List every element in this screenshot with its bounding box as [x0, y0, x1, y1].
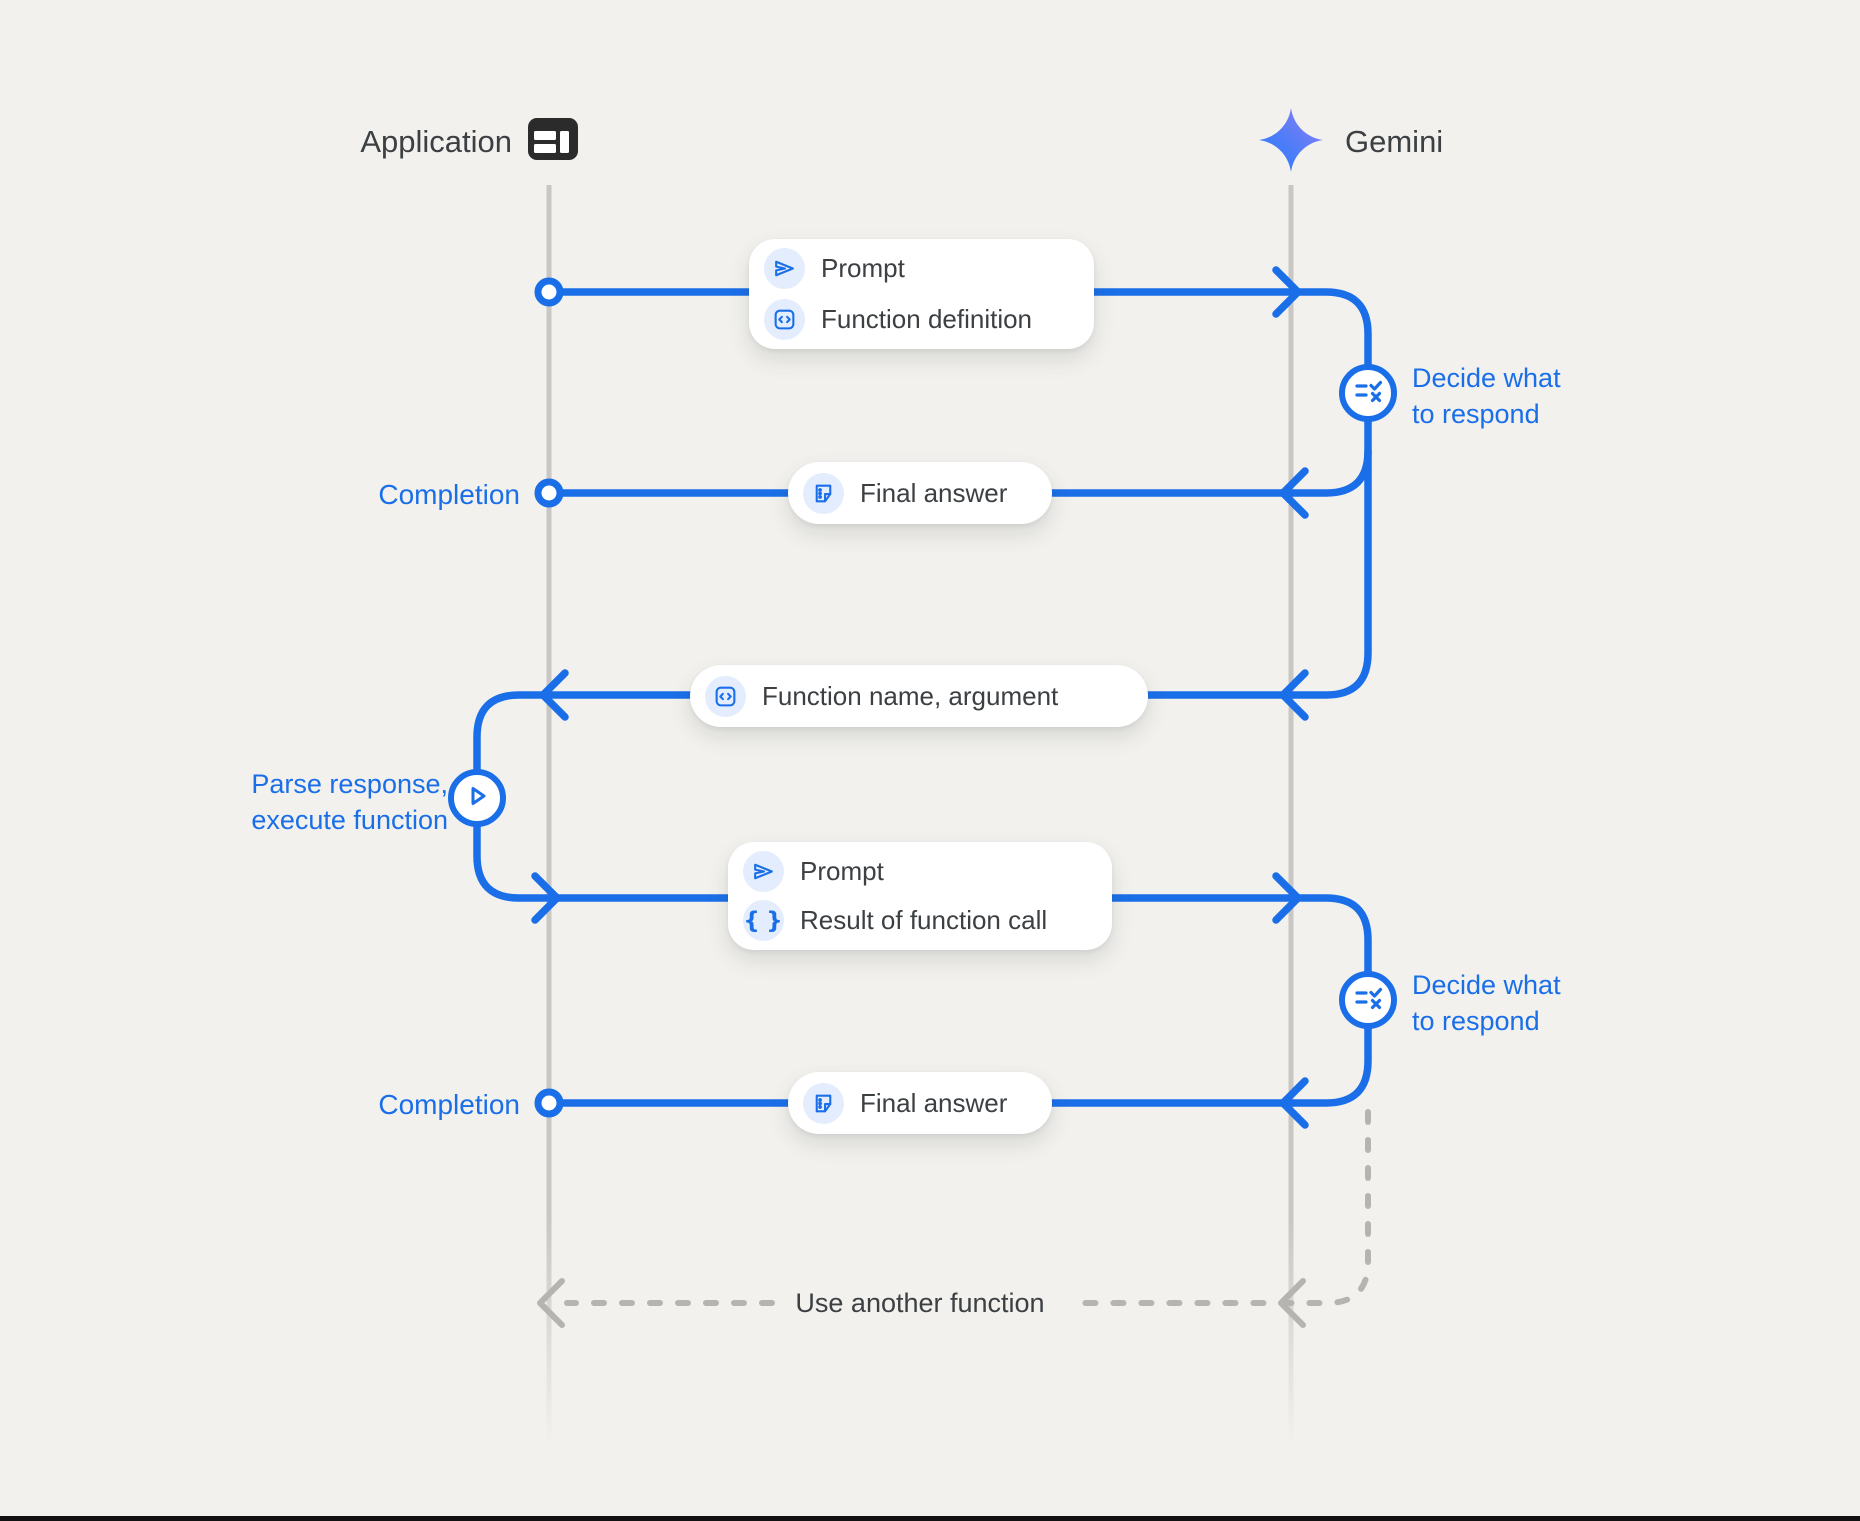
decide-label-line: Decide what [1412, 363, 1561, 393]
blue-message-flow [473, 266, 1372, 1129]
message-row: Final answer [803, 1082, 1032, 1124]
flow-final-answer1 [545, 447, 1372, 497]
code-block-icon [705, 675, 746, 717]
completion-label-1: Completion [378, 479, 520, 510]
completion-ring-1 [534, 478, 564, 508]
message-box-function-name: Function name, argument [690, 665, 1148, 727]
rule-icon [1351, 374, 1385, 413]
use-another-function-label: Use another function [795, 1288, 1045, 1318]
arrowhead-left-final-answer2 [1279, 1077, 1309, 1129]
message-row: Prompt [743, 850, 1092, 892]
send-icon [743, 850, 784, 892]
arrowhead-left-final-answer1 [1279, 467, 1309, 519]
document-icon [803, 1082, 844, 1124]
completion-ring-2 [534, 1088, 564, 1118]
message-row: Prompt [764, 248, 1074, 290]
message-box-final-answer2: Final answer [788, 1072, 1052, 1134]
dashed-arrowhead-left-gemini [1278, 1278, 1306, 1328]
gemini-sparkle-icon [1259, 108, 1323, 177]
parse-label-line: execute function [251, 805, 448, 835]
decide-label-line: to respond [1412, 399, 1540, 429]
parse-label-line: Parse response, [251, 769, 448, 799]
arrowhead-right-request2-application [531, 872, 561, 924]
code-block-icon [764, 298, 805, 340]
arrowhead-left-function-name-gemini [1279, 669, 1309, 721]
rule-icon [1351, 981, 1385, 1020]
message-row: Function name, argument [705, 675, 1128, 717]
arrowhead-left-function-name-application [539, 669, 569, 721]
parse-execute-label: Parse response, execute function [186, 766, 448, 838]
message-row: Function definition [764, 298, 1074, 340]
message-label: Prompt [821, 253, 905, 284]
browser-window-icon [528, 118, 578, 165]
send-icon [764, 248, 805, 290]
parse-execute-node [448, 769, 506, 827]
gemini-title: Gemini [1345, 124, 1444, 159]
decide-label-1: Decide what to respond [1412, 360, 1632, 432]
document-icon [803, 472, 844, 514]
bottom-edge-bar [0, 1516, 1860, 1521]
play-icon [460, 779, 494, 818]
decide-label-line: to respond [1412, 1006, 1540, 1036]
message-label: Result of function call [800, 905, 1048, 936]
flow-request2-and-final-answer2 [473, 822, 1372, 1107]
decide-label-line: Decide what [1412, 970, 1561, 1000]
message-row: { } Result of function call [743, 900, 1092, 942]
dashed-arrowhead-left-application [537, 1278, 565, 1328]
start-ring-request1 [534, 277, 564, 307]
message-box-final-answer1: Final answer [788, 462, 1052, 524]
message-box-request2: Prompt { } Result of function call [728, 842, 1112, 950]
message-label: Final answer [860, 477, 1008, 508]
arrowhead-right-request1 [1272, 266, 1302, 318]
message-label: Function definition [821, 303, 1033, 334]
message-box-request1: Prompt Function definition [749, 239, 1094, 349]
flow-request1-and-function-name [473, 288, 1372, 774]
braces-icon: { } [743, 900, 784, 942]
message-label: Function name, argument [762, 680, 1059, 711]
completion-label-2: Completion [378, 1089, 520, 1120]
message-label: Final answer [860, 1087, 1008, 1118]
message-row: Final answer [803, 472, 1032, 514]
use-another-function-dashed-flow [537, 1109, 1371, 1328]
application-title: Application [360, 124, 512, 159]
decide-node-1 [1339, 364, 1397, 422]
decide-node-2 [1339, 971, 1397, 1029]
decide-label-2: Decide what to respond [1412, 967, 1632, 1039]
message-label: Prompt [800, 855, 884, 886]
arrowhead-right-request2-gemini [1272, 872, 1302, 924]
